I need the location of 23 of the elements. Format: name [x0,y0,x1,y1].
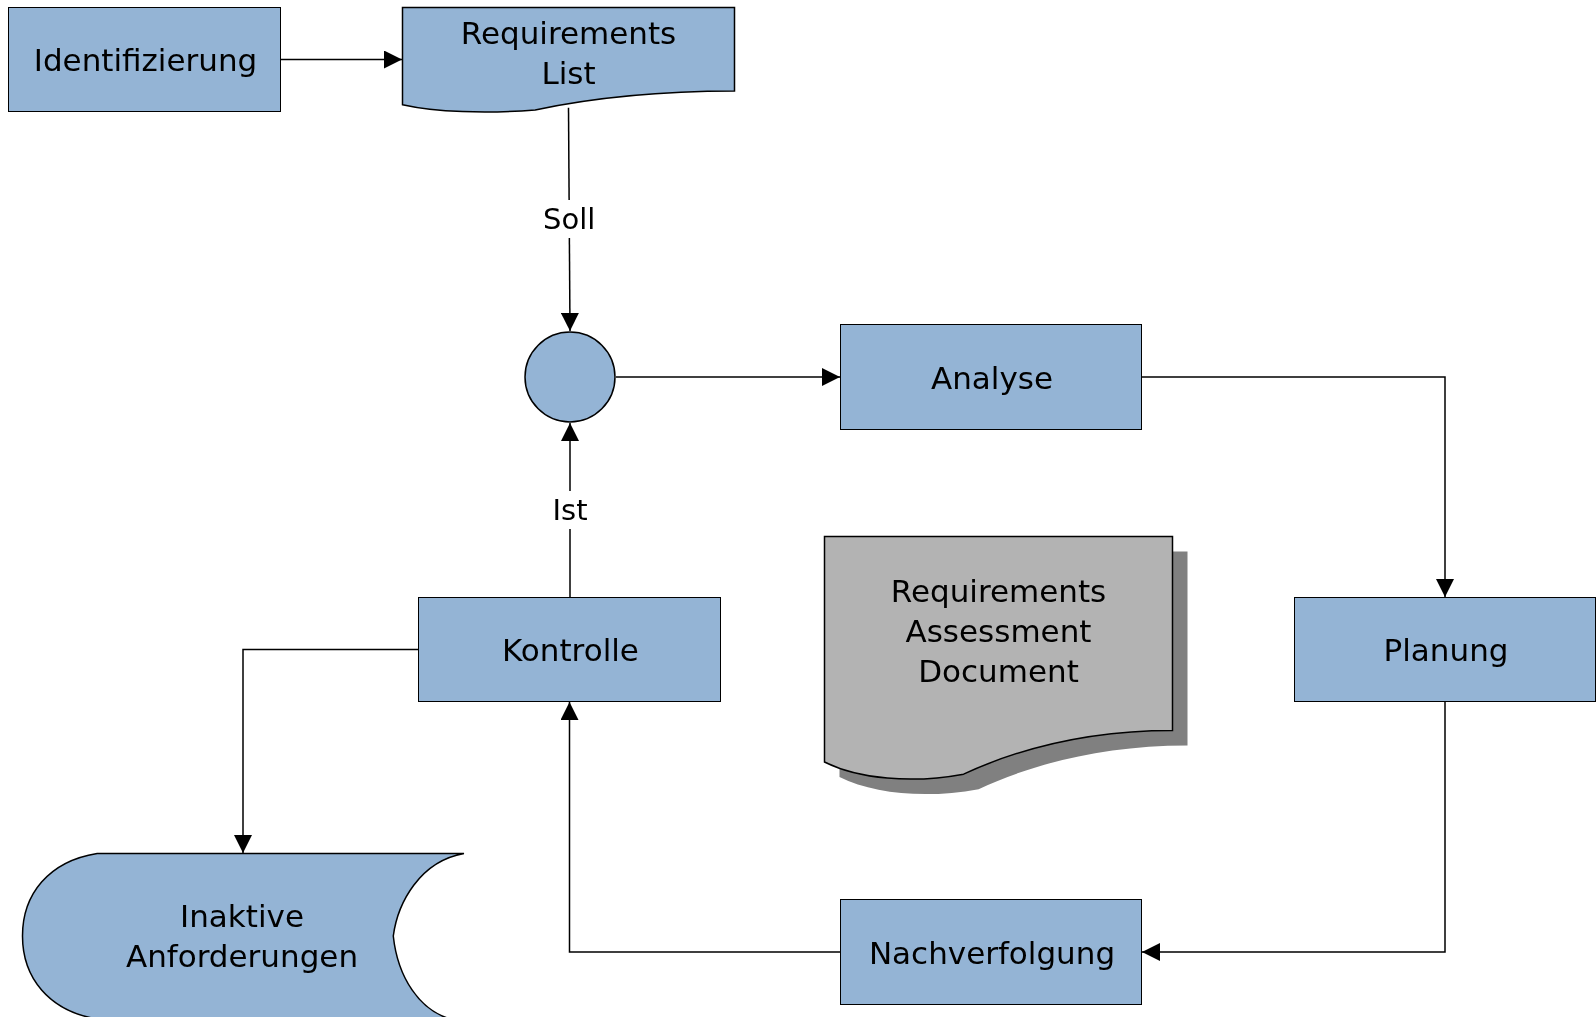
process-box [418,597,721,702]
stored-data-shape [22,853,464,1017]
junction-circle [524,331,616,423]
node-label: Inaktive Anforderungen [124,896,360,976]
process-box [8,7,281,112]
node-label: Requirements Assessment Document [889,571,1108,692]
arrow [560,701,841,953]
arrow [280,50,403,69]
arrow [1141,701,1446,961]
node-label: Kontrolle [502,631,639,671]
process-box [1294,597,1596,702]
process-box [840,899,1142,1005]
node-label: Planung [1383,631,1509,671]
node-label: Identifizierung [33,41,258,81]
arrow [615,368,841,386]
arrow [234,648,419,854]
node-label: Nachverfolgung [868,933,1116,973]
document-shape [824,536,1188,794]
arrow [1141,376,1454,598]
document-shape [402,7,735,112]
node-label: Analyse [930,358,1053,398]
process-box [840,324,1142,430]
node-label: Requirements List [459,13,678,93]
